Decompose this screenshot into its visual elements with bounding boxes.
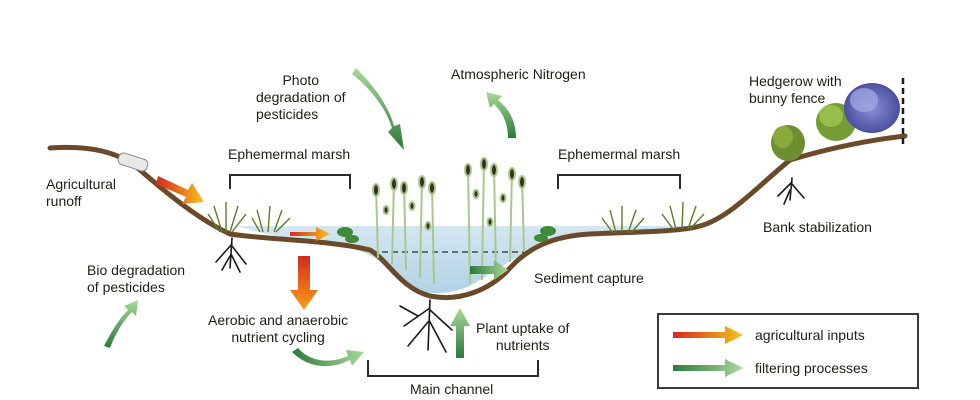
label-runoff-line-2: runoff xyxy=(46,193,82,209)
label-ephemeral-marsh-right: Ephemermal marsh xyxy=(558,146,681,162)
arrow-agricultural-runoff xyxy=(156,176,204,204)
runoff-pipe xyxy=(117,152,149,172)
label-agricultural-runoff: Agricultural runoff xyxy=(46,176,116,210)
edge-plants xyxy=(337,226,556,243)
legend-item-agricultural: agricultural inputs xyxy=(673,322,865,348)
legend-label-agricultural: agricultural inputs xyxy=(755,327,865,343)
legend-item-filtering: filtering processes xyxy=(673,355,868,381)
label-photo-line-1: Photo xyxy=(282,72,320,88)
arrow-atmospheric-nitrogen xyxy=(486,92,516,138)
marsh-grass xyxy=(207,201,705,234)
arrow-photo-degradation xyxy=(352,68,404,150)
label-bio-line-1: Bio degradation xyxy=(87,262,186,278)
bracket-marsh-left xyxy=(229,174,351,189)
label-uptake-line-2: nutrients xyxy=(495,337,550,353)
label-ephemeral-marsh-left: Ephemermal marsh xyxy=(228,146,351,162)
label-plant-uptake: Plant uptake of nutrients xyxy=(476,320,569,354)
arrow-sediment-capture xyxy=(470,260,508,280)
label-runoff-line-1: Agricultural xyxy=(46,176,117,192)
soil-profile xyxy=(47,133,908,301)
arrow-water-inflow xyxy=(290,227,330,241)
label-hedgerow: Hedgerow with bunny fence xyxy=(749,73,842,107)
label-bio-line-2: of pesticides xyxy=(87,279,165,295)
label-uptake-line-1: Plant uptake of xyxy=(476,320,570,336)
label-photo-line-2: degradation of xyxy=(256,89,346,105)
label-cycling-line-2: nutrient cycling xyxy=(231,329,325,345)
label-nutrient-cycling: Aerobic and anaerobic nutrient cycling xyxy=(208,312,348,346)
label-photo-line-3: pesticides xyxy=(256,106,319,122)
bracket-marsh-right xyxy=(557,174,681,189)
label-hedgerow-line-1: Hedgerow with xyxy=(749,73,842,89)
label-cycling-line-1: Aerobic and anaerobic xyxy=(208,312,349,328)
label-photo-degradation: Photo degradation of pesticides xyxy=(256,72,346,123)
label-atmospheric-nitrogen: Atmospheric Nitrogen xyxy=(451,66,586,82)
label-sediment-capture: Sediment capture xyxy=(534,270,644,286)
roots xyxy=(215,177,805,353)
legend: agricultural inputs filtering processes xyxy=(657,313,919,389)
label-main-channel: Main channel xyxy=(410,381,494,397)
label-bio-degradation: Bio degradation of pesticides xyxy=(87,262,185,296)
legend-arrow-filtering-icon xyxy=(673,359,743,377)
arrow-nutrient-down xyxy=(290,256,318,310)
arrow-plant-uptake xyxy=(450,308,470,358)
legend-arrow-agricultural-icon xyxy=(673,326,743,344)
arrow-bio-degradation xyxy=(104,300,138,348)
legend-label-filtering: filtering processes xyxy=(755,360,868,376)
reeds xyxy=(372,157,526,285)
bracket-main-channel xyxy=(367,360,539,377)
label-bank-stabilization: Bank stabilization xyxy=(763,219,872,235)
arrow-nutrient-cycling xyxy=(292,348,364,367)
hedgerow-shrubs xyxy=(771,83,900,161)
label-hedgerow-line-2: bunny fence xyxy=(749,90,826,106)
